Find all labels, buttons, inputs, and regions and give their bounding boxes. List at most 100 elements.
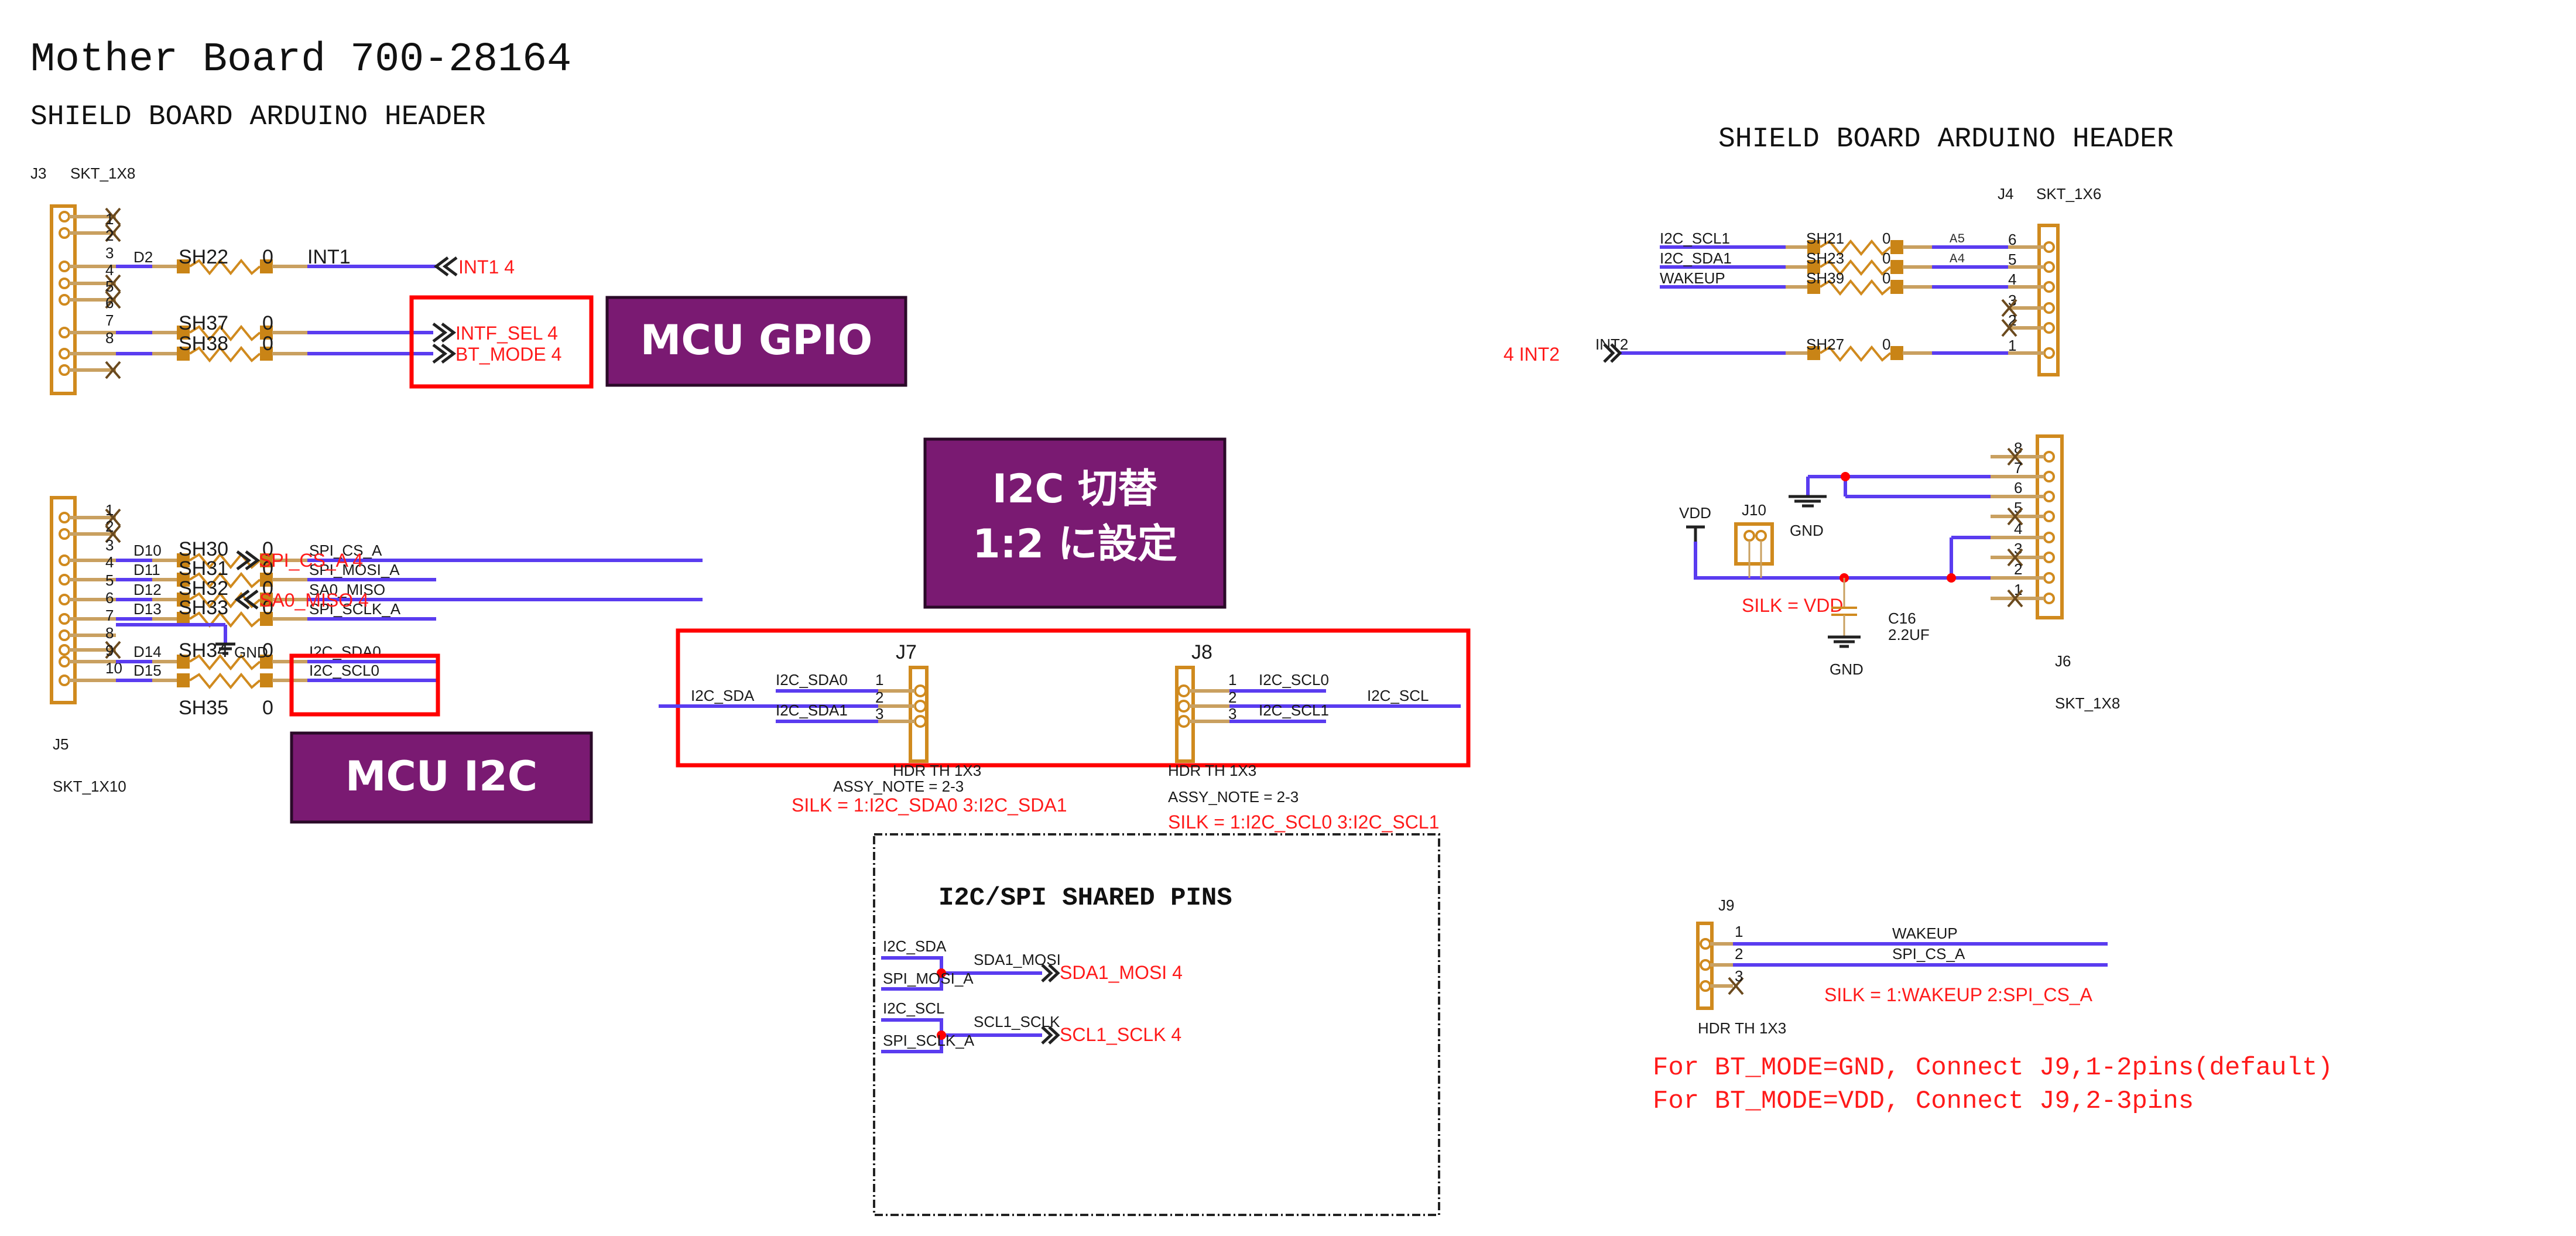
net-label: I2C_SDA1 xyxy=(776,701,848,719)
pin-number: 1 xyxy=(1228,671,1236,689)
pin-number: 1 xyxy=(2008,337,2016,354)
j4-part: SKT_1X6 xyxy=(2036,185,2101,203)
pin-socket xyxy=(59,278,70,289)
pin-socket xyxy=(59,512,70,523)
resistor-ref: SH32 xyxy=(179,577,228,600)
offpage-int2: 4 INT2 xyxy=(1503,344,1560,365)
pin-socket xyxy=(59,644,70,656)
offpage-intf-sel: INTF_SEL 4 xyxy=(455,323,558,344)
jumper-j9: J9 1 2 3 WAKEUP SPI_CS_A SILK = 1:WAKEUP… xyxy=(1696,896,2108,1037)
connector-j3: J3 SKT_1X8 1 2 3 4 5 6 7 8 D2 SH22 0 INT… xyxy=(30,165,594,395)
pin-number: 3 xyxy=(1735,967,1743,985)
pin-number: 5 xyxy=(105,571,114,589)
pin-number: 4 xyxy=(105,261,114,279)
pin-socket xyxy=(2043,593,2055,604)
pin-number: 3 xyxy=(105,536,114,554)
pin-number: 6 xyxy=(2008,231,2016,248)
pin-socket xyxy=(2043,322,2055,334)
net-label: I2C_SDA1 xyxy=(1660,249,1732,267)
gnd-label: GND xyxy=(1790,522,1824,539)
pin-number: 5 xyxy=(105,278,114,295)
callout-mcu-i2c-text: MCU I2C xyxy=(345,752,537,800)
shared-pins-title: I2C/SPI SHARED PINS xyxy=(938,884,1232,913)
pin-socket xyxy=(59,294,70,306)
highlight-gpio xyxy=(409,295,594,389)
j8-silk: SILK = 1:I2C_SCL0 3:I2C_SCL1 xyxy=(1168,812,1439,833)
pin-socket xyxy=(59,594,70,605)
net-label: I2C_SDA xyxy=(691,687,755,704)
net-label: SPI_SCLK_A xyxy=(883,1032,975,1049)
pin-socket xyxy=(59,327,70,338)
vdd-label: VDD xyxy=(1679,504,1711,522)
pin-number: 2 xyxy=(105,227,114,244)
pin-number: 6 xyxy=(2014,479,2022,497)
pin-number: 1 xyxy=(105,501,114,519)
net-label: WAKEUP xyxy=(1892,925,1958,942)
net-label: SPI_MOSI_A xyxy=(309,561,400,578)
pin-socket xyxy=(2043,552,2055,563)
resistor-value: 0 xyxy=(262,557,273,580)
resistor-ref: SH39 xyxy=(1806,269,1844,287)
gnd-label: GND xyxy=(1830,660,1864,678)
pin-number: 3 xyxy=(875,705,883,723)
net-label: SDA1_MOSI xyxy=(974,951,1061,968)
shared-pins-block: I2C/SPI SHARED PINS I2C_SDA SPI_MOSI_A S… xyxy=(873,833,1440,1216)
offpage-spi-cs-a: SPI_CS_A 4 xyxy=(259,550,363,571)
net-label-int1: INT1 xyxy=(307,246,351,268)
callout-i2c-switch-line2: 1:2 に設定 xyxy=(972,521,1177,567)
resistor-value: 0 xyxy=(1882,230,1890,247)
pin-number: 8 xyxy=(105,329,114,347)
net-label: SA0_MISO xyxy=(309,581,385,598)
pin-number: 2 xyxy=(2008,311,2016,329)
net-label: SPI_CS_A xyxy=(309,542,382,559)
arduino-pin-label: A5 xyxy=(1950,232,1965,246)
pin-socket xyxy=(2043,491,2055,502)
j5-part: SKT_1X10 xyxy=(53,778,126,795)
resistor-value: 0 xyxy=(262,333,273,355)
capacitor-ref: C16 xyxy=(1888,610,1916,627)
jumper-j8: J8 I2C_SCL0 I2C_SCL I2C_SCL1 1 2 3 HDR T… xyxy=(1168,641,1461,833)
pin-socket xyxy=(2043,532,2055,543)
resistor-symbol xyxy=(176,672,274,689)
net-label: SPI_CS_A xyxy=(1892,945,1965,963)
net-label: I2C_SCL1 xyxy=(1660,230,1730,247)
resistor-value: 0 xyxy=(262,697,273,719)
pin-socket xyxy=(2043,451,2055,463)
resistor-sh37: SH37 xyxy=(179,312,228,334)
resistor-ref: SH30 xyxy=(179,538,228,560)
callout-i2c-switch-line1: I2C 切替 xyxy=(992,466,1157,512)
resistor-sh38: SH38 xyxy=(179,333,228,355)
offpage-scl1-sclk: SCL1_SCLK 4 xyxy=(1060,1024,1181,1045)
note-bt-mode-vdd: For BT_MODE=VDD, Connect J9,2-3pins xyxy=(1653,1087,2194,1116)
resistor-ref: SH33 xyxy=(179,597,228,619)
resistor-value: 0 xyxy=(1882,269,1890,287)
callout-mcu-i2c: MCU I2C xyxy=(290,731,593,824)
resistor-value: 0 xyxy=(1882,335,1890,353)
j8-ref: J8 xyxy=(1191,641,1212,663)
highlight-i2c xyxy=(289,653,440,717)
j8-assy-note: ASSY_NOTE = 2-3 xyxy=(1168,788,1299,806)
j10-ref: J10 xyxy=(1742,501,1766,519)
net-label: I2C_SDA0 xyxy=(776,671,848,689)
highlight-jumpers xyxy=(676,628,1471,768)
arduino-pin-label: D15 xyxy=(133,662,162,679)
pin-number: 1 xyxy=(1735,923,1743,940)
j7-ref: J7 xyxy=(896,641,917,663)
j10-silk: SILK = VDD xyxy=(1742,595,1843,616)
callout-i2c-switch: I2C 切替 1:2 に設定 xyxy=(923,437,1227,609)
pin-number: 8 xyxy=(105,624,114,642)
pin-number: 7 xyxy=(105,607,114,624)
j6-part: SKT_1X8 xyxy=(2055,694,2120,712)
pin-socket xyxy=(2043,511,2055,522)
pin-number: 2 xyxy=(875,689,883,706)
resistor-value: 0 xyxy=(262,577,273,600)
resistor-value: 0 xyxy=(262,639,273,662)
note-bt-mode-gnd: For BT_MODE=GND, Connect J9,1-2pins(defa… xyxy=(1653,1053,2333,1083)
pin-socket xyxy=(59,554,70,566)
pin-number: 2 xyxy=(1735,945,1743,963)
net-label: SPI_MOSI_A xyxy=(883,970,974,987)
